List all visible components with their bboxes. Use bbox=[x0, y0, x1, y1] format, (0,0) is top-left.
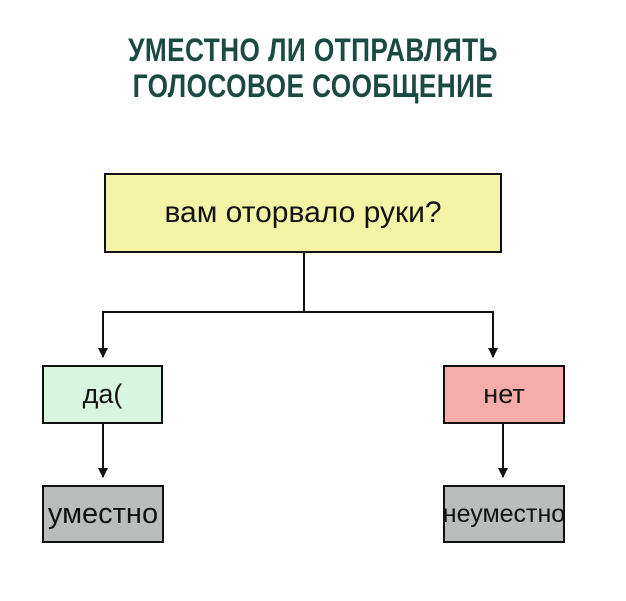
branch-no-node: нет bbox=[443, 365, 565, 424]
page-title-line-1: УМЕСТНО ЛИ ОТПРАВЛЯТЬ bbox=[128, 32, 498, 68]
branch-yes-label: да( bbox=[82, 379, 123, 409]
outcome-appropriate-label: уместно bbox=[47, 497, 159, 530]
outcome-inappropriate-label: неуместно bbox=[442, 499, 566, 528]
outcome-inappropriate-node: неуместно bbox=[443, 485, 565, 543]
page-title-line-2: ГОЛОСОВОЕ СООБЩЕНИЕ bbox=[132, 68, 494, 104]
page-title: УМЕСТНО ЛИ ОТПРАВЛЯТЬ ГОЛОСОВОЕ СООБЩЕНИ… bbox=[56, 32, 569, 104]
outcome-appropriate-node: уместно bbox=[42, 485, 164, 543]
branch-yes-node: да( bbox=[42, 365, 163, 424]
question-node-label: вам оторвало руки? bbox=[164, 196, 442, 229]
question-node: вам оторвало руки? bbox=[104, 173, 502, 253]
branch-no-label: нет bbox=[483, 379, 525, 409]
